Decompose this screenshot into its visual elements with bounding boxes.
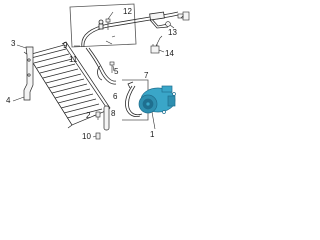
upper-callout-box-outline — [69, 3, 137, 48]
cap — [165, 21, 171, 27]
lower-pipes — [125, 81, 143, 117]
callout-1: 1 — [150, 130, 155, 139]
callout-2: 2 — [86, 111, 91, 120]
leader-lines — [12, 11, 184, 138]
condenser — [23, 41, 111, 129]
callout-9: 9 — [63, 41, 68, 50]
mounting-bracket — [23, 46, 34, 101]
callout-11: 11 — [69, 55, 78, 64]
ac-parts-diagram: 12 11 9 13 14 3 4 5 7 6 2 8 10 1 — [0, 0, 200, 147]
callout-6: 6 — [113, 92, 118, 101]
compressor — [138, 85, 176, 114]
receiver-drier — [103, 105, 110, 131]
callout-12: 12 — [123, 7, 132, 16]
bolt-5 — [109, 61, 115, 73]
fitting-2 — [95, 111, 101, 120]
callout-8: 8 — [111, 109, 116, 118]
diagram-drawing — [12, 3, 190, 140]
callout-4: 4 — [6, 96, 11, 105]
pressure-sensor — [177, 11, 190, 21]
callout-3: 3 — [11, 39, 16, 48]
callout-13: 13 — [168, 28, 177, 37]
callout-7: 7 — [144, 71, 149, 80]
upper-pipes — [81, 11, 179, 85]
fitting-10 — [95, 132, 101, 140]
callout-14: 14 — [165, 49, 174, 58]
callout-5: 5 — [114, 67, 119, 76]
connector — [150, 44, 160, 54]
callout-10: 10 — [82, 132, 91, 141]
